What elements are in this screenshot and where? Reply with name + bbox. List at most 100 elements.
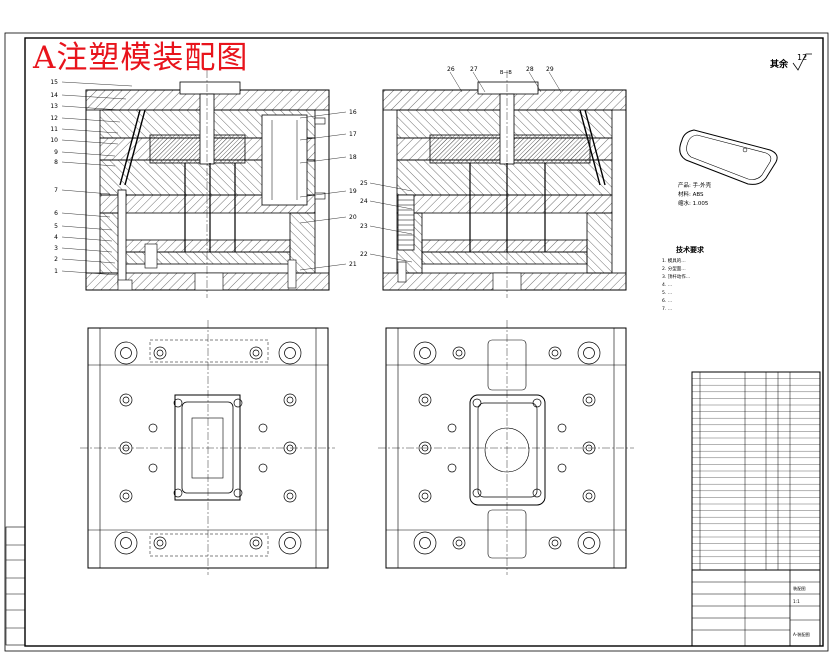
callout-label: 10 (50, 137, 58, 144)
inner-frame (24, 37, 824, 647)
bolt-hole (119, 441, 133, 455)
bolt-hole (582, 489, 596, 503)
callout-label: 6 (54, 210, 58, 217)
callout-label: 7 (54, 187, 58, 194)
callout-label: 22 (360, 251, 368, 258)
ejector-hole (258, 463, 268, 473)
bolt-hole (582, 393, 596, 407)
bolt-hole-inner (156, 349, 164, 357)
bolt-hole-inner (122, 492, 130, 500)
bolt-hole (278, 531, 302, 555)
bolt-hole (249, 346, 263, 360)
ejector-hole (557, 463, 567, 473)
bolt-hole-inner (286, 444, 294, 452)
callout-label: 27 (470, 66, 478, 73)
bolt-hole-inner (120, 537, 132, 549)
ejector-hole (447, 423, 457, 433)
product-info-line: 缩水: 1.005 (678, 199, 709, 207)
callout-label: 5 (54, 223, 58, 230)
roughness-value: 12 (797, 53, 807, 62)
ejector-hole (233, 398, 243, 408)
ejector-hole (472, 488, 482, 498)
bolt-hole (114, 341, 138, 365)
tech-requirement-line: 2. 分型面… (662, 265, 686, 272)
callout-label: 4 (54, 234, 58, 241)
callout-label: 12 (50, 115, 58, 122)
outer-frame (4, 32, 829, 652)
bolt-hole (418, 441, 432, 455)
bolt-hole (413, 341, 437, 365)
callout-label: 9 (54, 149, 58, 156)
roughness-note: 其余 (770, 58, 789, 70)
tech-requirement-line: 6. … (662, 298, 672, 304)
bolt-hole (548, 346, 562, 360)
callout-label: 17 (349, 131, 357, 138)
tech-requirement-line: 1. 模具的… (662, 257, 686, 264)
ejector-hole (447, 463, 457, 473)
bolt-hole-inner (585, 396, 593, 404)
ejector-hole (557, 423, 567, 433)
bolt-hole (283, 441, 297, 455)
bolt-hole-inner (252, 539, 260, 547)
bolt-hole (119, 489, 133, 503)
title-block-scale: 1:1 (793, 599, 800, 604)
section-view-right (382, 70, 627, 298)
bolt-hole (283, 393, 297, 407)
callout-label: 1 (54, 268, 58, 275)
callout-label: 14 (50, 92, 58, 99)
callout-label: 19 (349, 188, 357, 195)
bolt-hole-inner (122, 444, 130, 452)
section-view-left (85, 70, 330, 298)
tech-requirement-line: 7. … (662, 306, 672, 312)
bolt-hole-inner (455, 539, 463, 547)
callout-label: 3 (54, 245, 58, 252)
product-info-line: 材料: ABS (678, 190, 704, 198)
ejector-hole (173, 398, 183, 408)
bolt-hole-inner (156, 539, 164, 547)
bolt-hole (548, 536, 562, 550)
binding-margin-block (5, 526, 26, 646)
product-info-line: 产品: 手-外壳 (678, 181, 712, 189)
plan-view-left (80, 320, 335, 575)
bolt-hole (452, 536, 466, 550)
callout-label: 2 (54, 256, 58, 263)
bolt-hole-inner (421, 396, 429, 404)
roughness-symbol (792, 53, 812, 71)
product-isometric (679, 129, 778, 185)
ejector-hole (532, 488, 542, 498)
bolt-hole-inner (583, 347, 595, 359)
bolt-hole (278, 341, 302, 365)
bolt-hole (582, 441, 596, 455)
title-block-drawing-name: A-装配图 (793, 631, 810, 638)
callout-label: 8 (54, 159, 58, 166)
ejector-hole (472, 398, 482, 408)
bolt-hole (452, 346, 466, 360)
callout-label: 20 (349, 214, 357, 221)
bolt-hole (114, 531, 138, 555)
bolt-hole-inner (455, 349, 463, 357)
bolt-hole-inner (551, 349, 559, 357)
bom-table (691, 371, 821, 571)
bolt-hole-inner (585, 444, 593, 452)
section-label: B—B (500, 70, 512, 76)
bolt-hole-inner (252, 349, 260, 357)
callout-label: 18 (349, 154, 357, 161)
callout-label: 15 (50, 79, 58, 86)
bolt-hole-inner (585, 492, 593, 500)
bolt-hole (577, 341, 601, 365)
bolt-hole (577, 531, 601, 555)
callout-label: 21 (349, 261, 357, 268)
callout-label: 24 (360, 198, 368, 205)
callout-label: 25 (360, 180, 368, 187)
bolt-hole (153, 536, 167, 550)
bolt-hole (418, 489, 432, 503)
bolt-hole (413, 531, 437, 555)
ejector-hole (148, 463, 158, 473)
tech-requirement-line: 4. … (662, 282, 672, 288)
